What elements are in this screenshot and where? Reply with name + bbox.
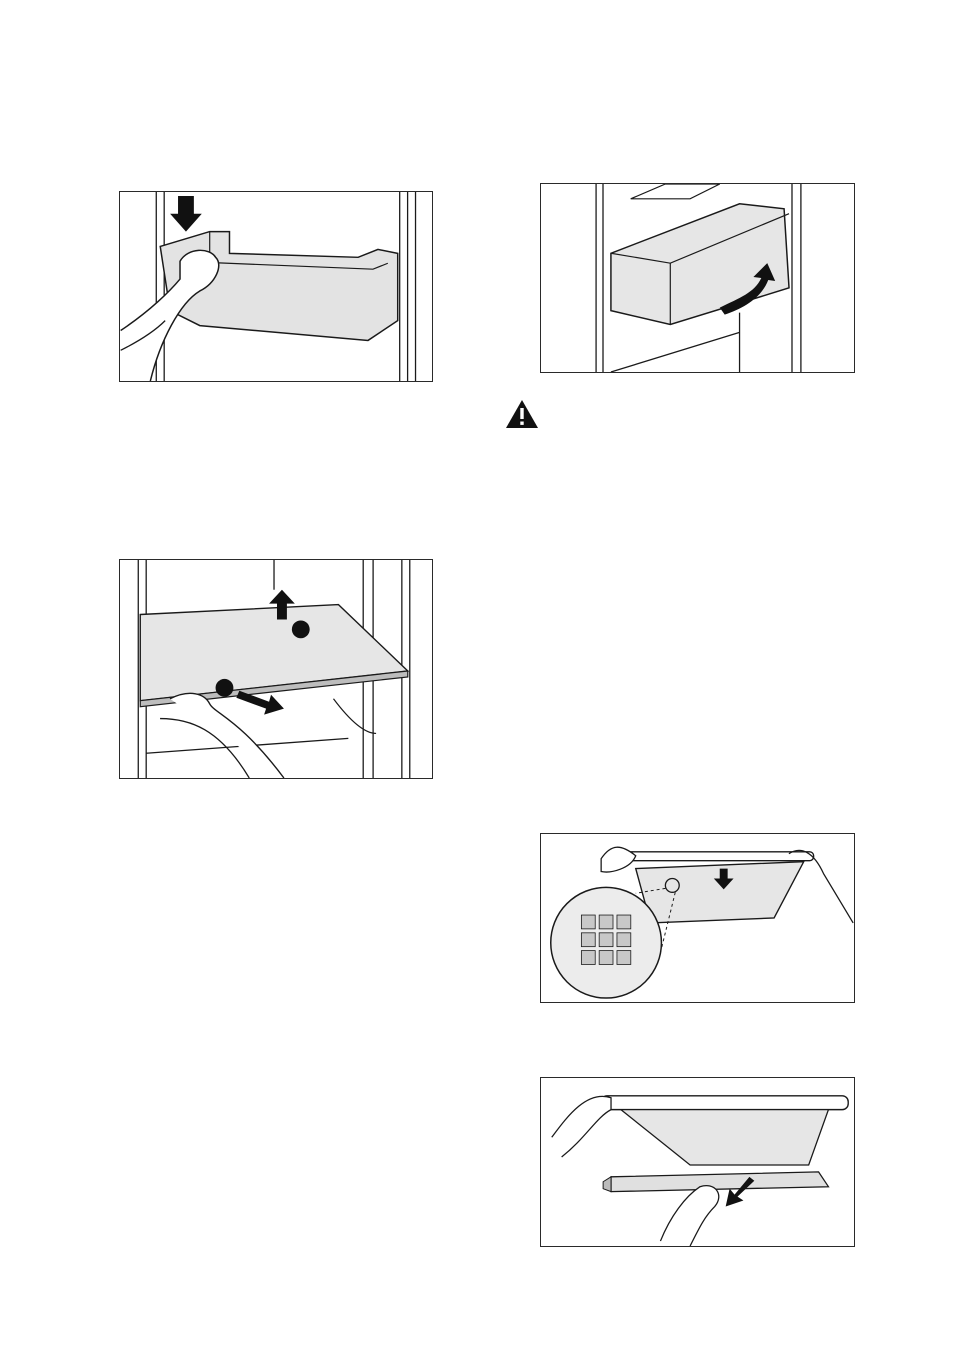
figure-drawer-lift (540, 183, 855, 373)
arrow-down-right-icon (236, 691, 284, 715)
arrow-down-icon (170, 196, 202, 232)
warning-triangle-icon (505, 399, 539, 429)
step-marker-2-icon (216, 679, 234, 697)
figure-glass-shelf (119, 559, 433, 779)
drawer-lift-illustration (541, 184, 854, 372)
figure-cover-grid (540, 833, 855, 1003)
glass-shelf-illustration (120, 560, 432, 778)
cover-slide-illustration (541, 1078, 854, 1246)
figure-cover-slide (540, 1077, 855, 1247)
cover-grid-illustration (541, 834, 854, 1002)
step-marker-1-icon (292, 620, 310, 638)
figure-door-balcony (119, 191, 433, 382)
door-balcony-illustration (120, 192, 432, 381)
